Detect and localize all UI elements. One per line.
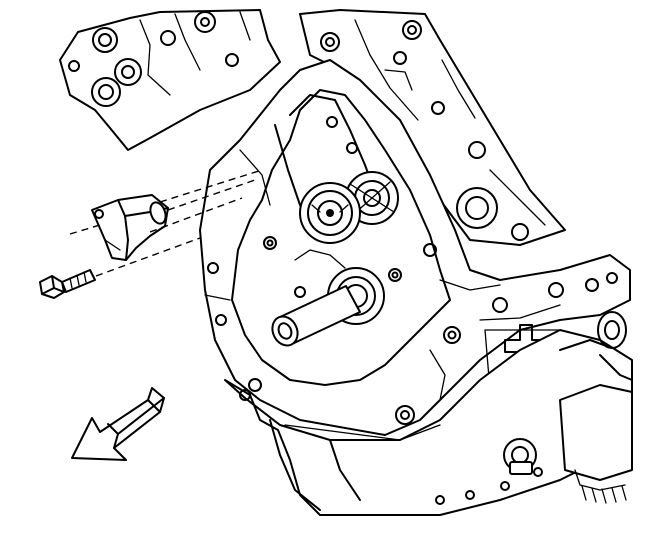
timing-chain-cover: [199, 59, 631, 436]
oil-pan: [224, 329, 633, 516]
crankshaft-position-sensor: [91, 194, 169, 261]
oil-filter: [559, 311, 633, 504]
cylinder-head-left: [59, 9, 281, 151]
sensor-bolt: [39, 269, 96, 299]
installation-guide-lines: [69, 169, 263, 277]
crankshaft-nose: [271, 249, 402, 347]
crankshaft-sprocket: [299, 182, 361, 244]
direction-arrow: [71, 387, 165, 461]
